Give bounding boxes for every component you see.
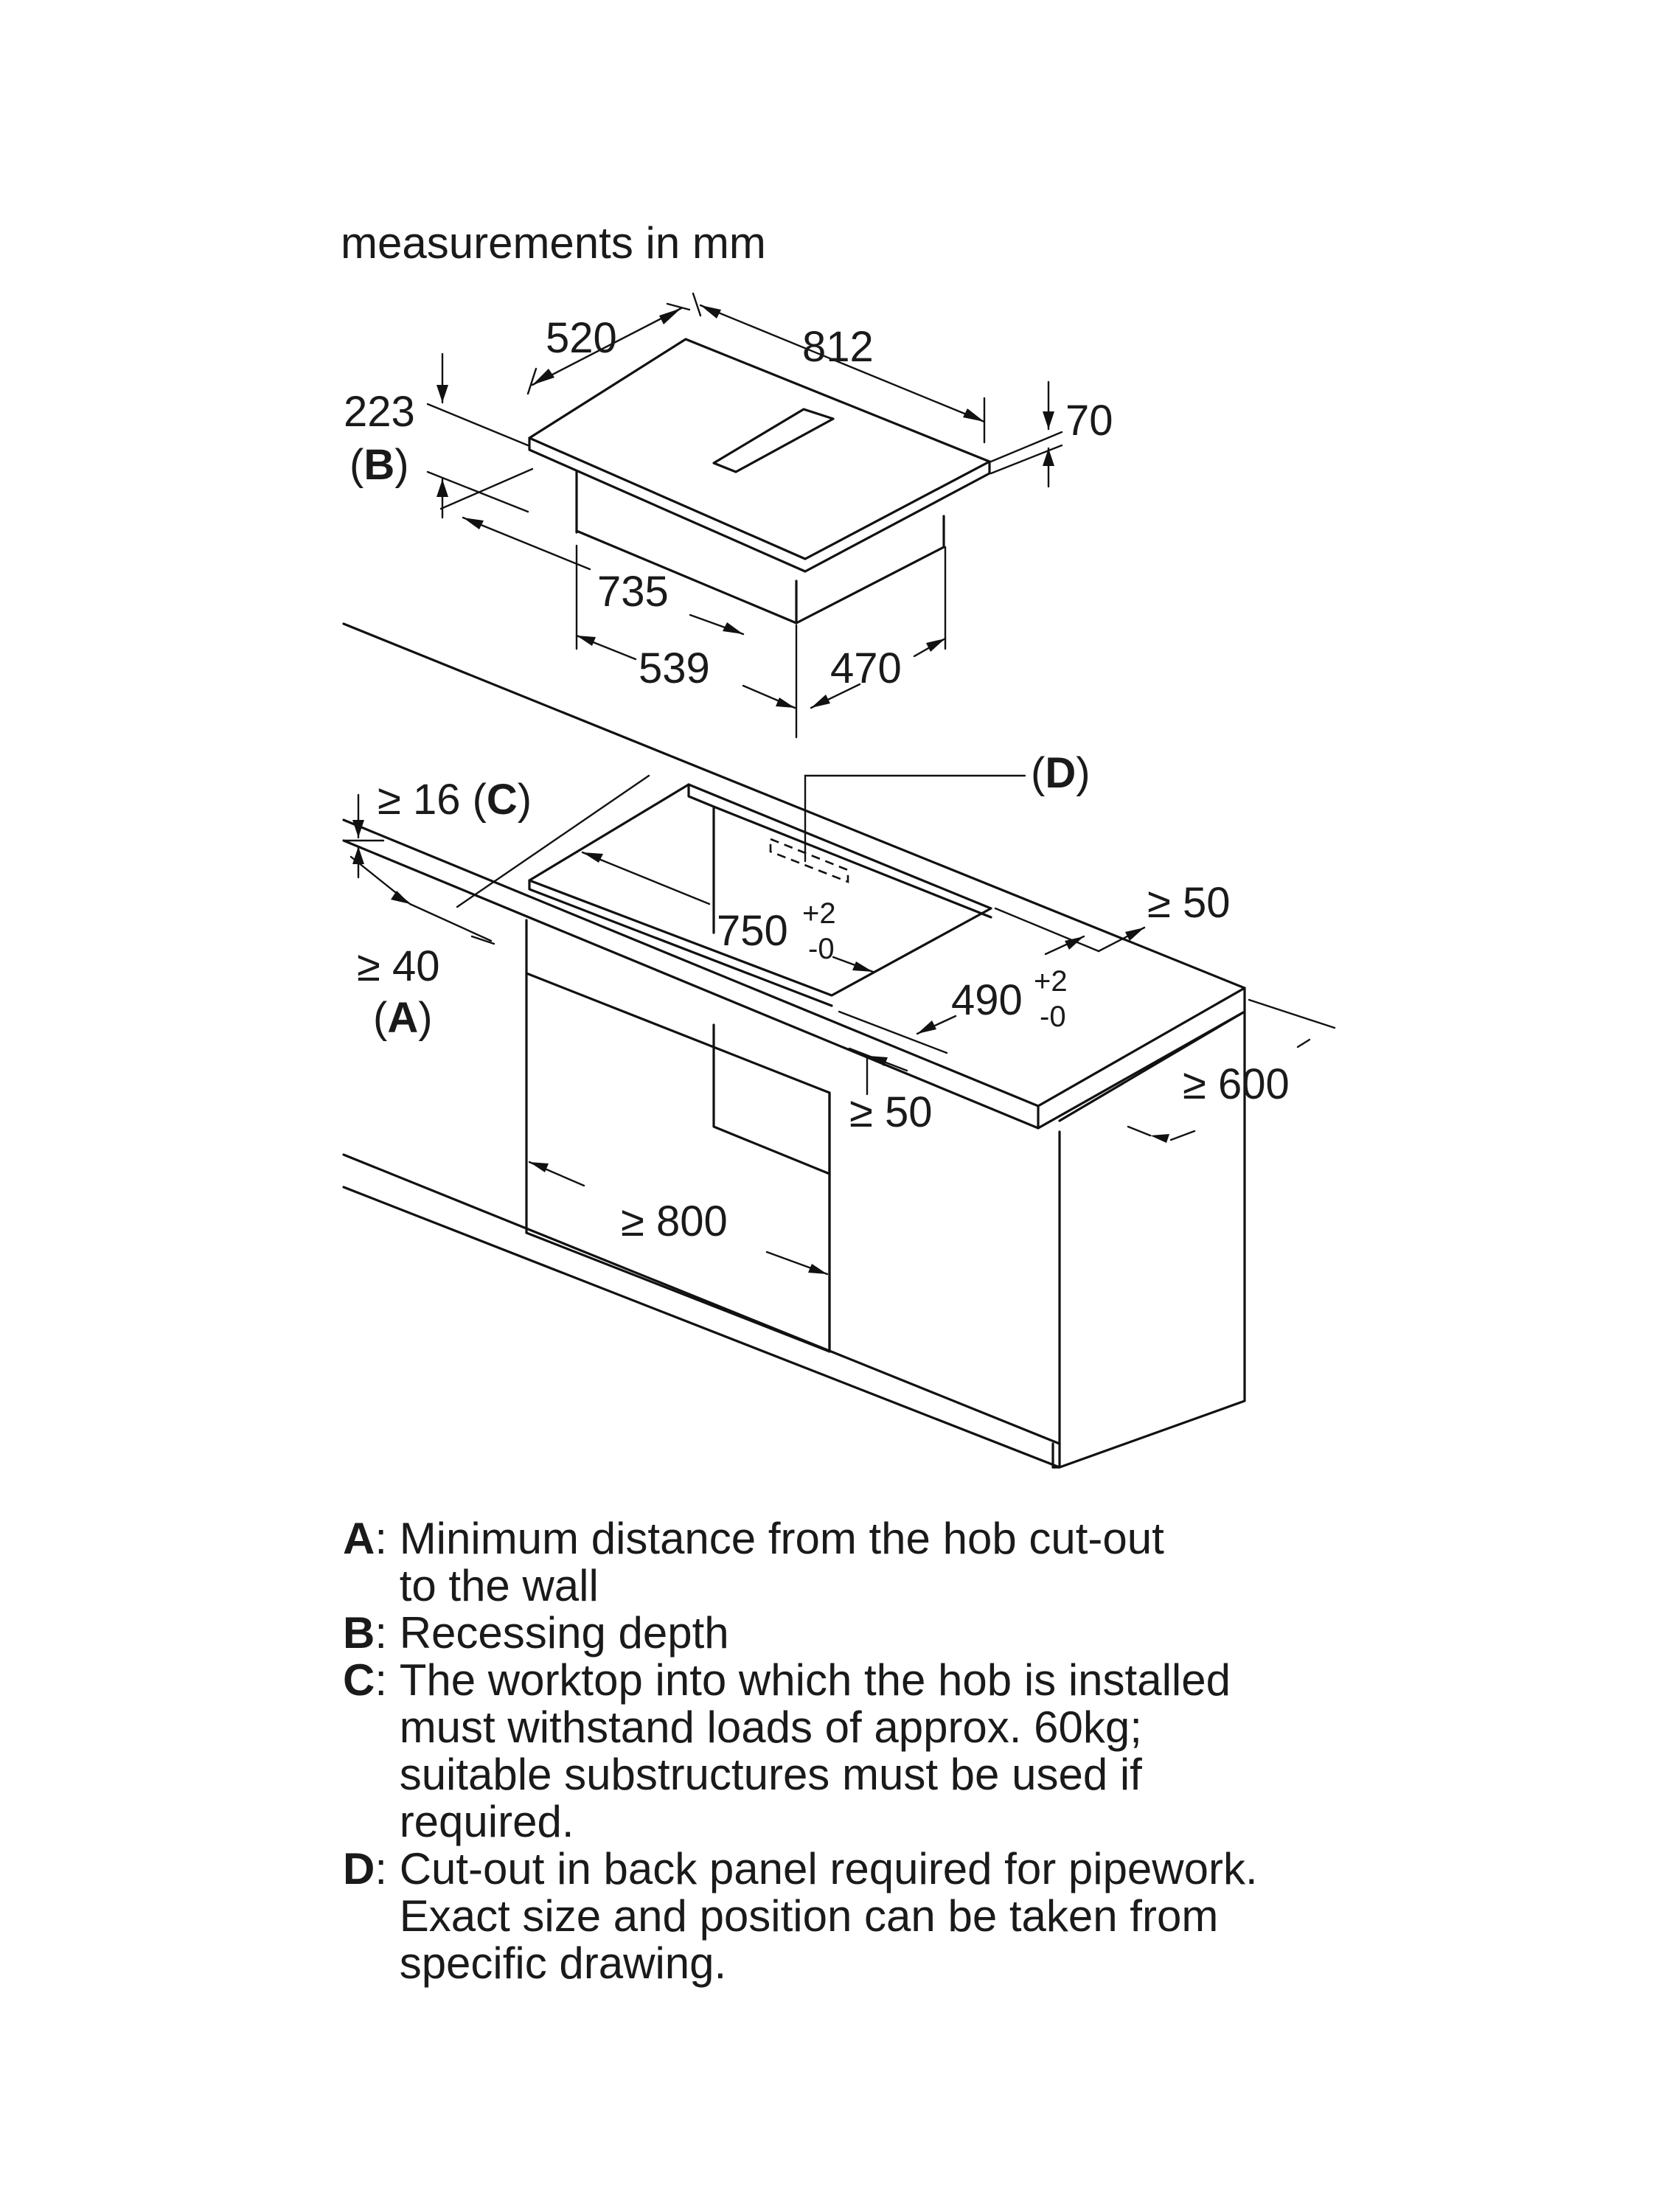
hob-thickness-label: 70 xyxy=(1065,397,1113,445)
pipework-label: (D) xyxy=(1031,749,1091,797)
legend-line: to the wall xyxy=(399,1561,599,1610)
recess-ref-label: (B) xyxy=(349,441,409,489)
cabinet-drawing xyxy=(342,919,1246,1469)
hob-top-plate xyxy=(528,338,991,560)
legend-line: Cut-out in back panel required for pipew… xyxy=(399,1844,1258,1893)
recess-depth-label: 223 xyxy=(344,388,415,436)
legend-separator: : xyxy=(375,1844,400,1893)
hob-dimension-labels: 520 812 223 (B) 70 735 539 470 xyxy=(344,314,1113,692)
pipework-cutout xyxy=(769,838,849,883)
legend-text: The worktop into which the hob is instal… xyxy=(400,1657,1626,1846)
legend-key: B xyxy=(343,1608,375,1658)
legend-separator: : xyxy=(375,1608,400,1658)
cutout-dimension-lines xyxy=(342,774,1336,1276)
cabinet-opening xyxy=(525,972,831,1353)
hob-width-label: 812 xyxy=(802,323,874,371)
legend-line: Exact size and position can be taken fro… xyxy=(399,1891,1219,1941)
legend-text: Recessing depth xyxy=(400,1610,1626,1657)
measurements-heading: measurements in mm xyxy=(341,218,766,268)
worktop-drawing xyxy=(342,622,1246,1130)
body-lower-width-label: 539 xyxy=(639,644,710,692)
legend-key: A xyxy=(343,1514,375,1563)
cutout-depth-tol-plus: +2 xyxy=(1034,965,1068,998)
cabinet-width-label: ≥ 800 xyxy=(621,1197,728,1245)
wall-distance-label: ≥ 40 xyxy=(357,942,439,990)
legend-line: required. xyxy=(399,1797,574,1846)
legend-item: B: Recessing depth xyxy=(343,1610,1626,1657)
cutout-dimension-labels: ≥ 16 (C) (D) 750 +2 -0 490 +2 -0 ≥ 50 ≥ … xyxy=(357,749,1290,1245)
legend-key: D xyxy=(343,1844,375,1893)
worktop-depth-label: ≥ 600 xyxy=(1183,1060,1290,1108)
legend: A: Minimum distance from the hob cut-out… xyxy=(343,1515,1626,1987)
front-clearance-label: ≥ 50 xyxy=(849,1088,932,1136)
plinth xyxy=(342,1153,1061,1469)
legend-text: Cut-out in back panel required for pipew… xyxy=(400,1846,1626,1987)
worktop-thickness-label: ≥ 16 (C) xyxy=(378,776,532,824)
extraction-vent xyxy=(712,408,835,473)
legend-item: C: The worktop into which the hob is ins… xyxy=(343,1657,1626,1846)
hob-dimension-lines xyxy=(426,292,1063,739)
hob-drawing xyxy=(528,338,991,625)
cutout-depth-label: 490 xyxy=(951,976,1023,1024)
cabinet-right-side xyxy=(1058,1010,1246,1469)
cutout-width-tol-minus: -0 xyxy=(808,933,835,965)
legend-line: The worktop into which the hob is instal… xyxy=(399,1655,1231,1705)
legend-line: Minimum distance from the hob cut-out xyxy=(399,1514,1164,1563)
legend-key: C xyxy=(343,1655,375,1705)
body-width-label: 735 xyxy=(597,568,669,616)
legend-line: specific drawing. xyxy=(399,1938,727,1988)
worktop-surface xyxy=(342,622,1246,1107)
hob-plate-edge xyxy=(528,437,991,573)
cabinet-door xyxy=(828,1091,1061,1469)
cutout-width-label: 750 xyxy=(717,907,788,955)
worktop-front-edge xyxy=(342,839,1246,1130)
legend-item: D: Cut-out in back panel required for pi… xyxy=(343,1846,1626,1987)
cutout-depth-tol-minus: -0 xyxy=(1040,1001,1066,1033)
rear-clearance-label: ≥ 50 xyxy=(1147,879,1230,927)
legend-item: A: Minimum distance from the hob cut-out… xyxy=(343,1515,1626,1610)
wall-ref-label: (A) xyxy=(373,994,433,1042)
legend-line: must withstand loads of approx. 60kg; xyxy=(399,1703,1142,1752)
legend-line: Recessing depth xyxy=(399,1608,729,1658)
hob-cutout xyxy=(528,783,992,997)
legend-separator: : xyxy=(375,1655,400,1705)
legend-separator: : xyxy=(375,1514,400,1563)
hob-depth-label: 520 xyxy=(546,314,617,362)
legend-line: suitable substructures must be used if xyxy=(399,1750,1142,1799)
cutout-width-tol-plus: +2 xyxy=(802,897,836,930)
body-depth-label: 470 xyxy=(830,644,902,692)
